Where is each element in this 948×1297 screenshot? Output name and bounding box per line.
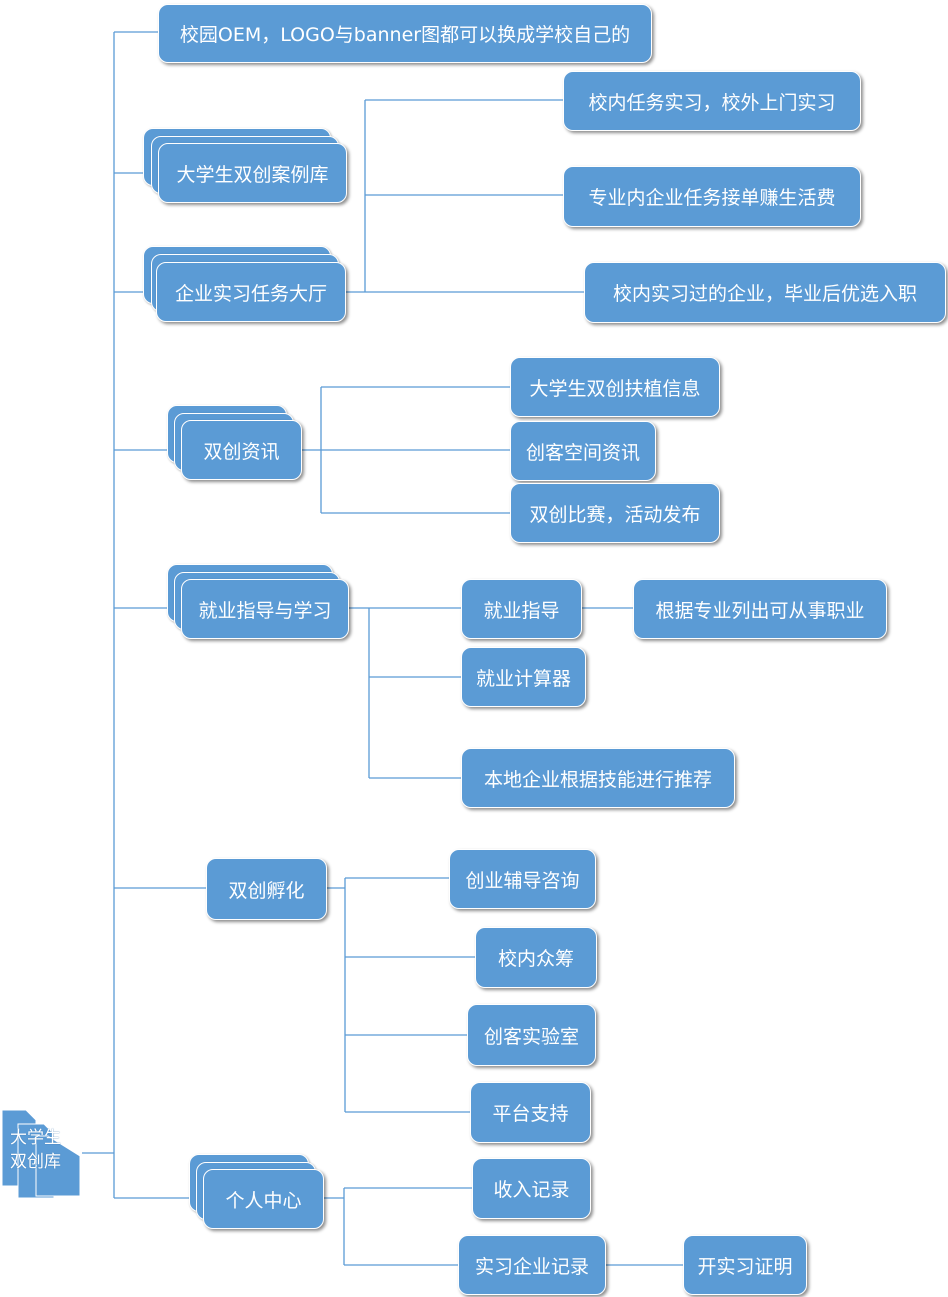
node-case-library-label: 大学生双创案例库: [158, 143, 347, 203]
node-maker-lab[interactable]: 创客实验室: [467, 1004, 596, 1066]
root-label: 大学生 双创库: [10, 1126, 80, 1174]
node-careers-by-major[interactable]: 根据专业列出可从事职业: [633, 579, 887, 639]
node-support-info[interactable]: 大学生双创扶植信息: [510, 357, 720, 417]
node-guidance[interactable]: 就业指导: [461, 579, 582, 639]
node-maker-space[interactable]: 创客空间资讯: [510, 421, 656, 481]
node-intern-task-hall-label: 企业实习任务大厅: [156, 262, 346, 322]
node-consulting[interactable]: 创业辅导咨询: [449, 849, 596, 909]
node-incubation[interactable]: 双创孵化: [206, 858, 327, 920]
node-intern-record[interactable]: 实习企业记录: [458, 1235, 606, 1295]
node-local-recommend[interactable]: 本地企业根据技能进行推荐: [461, 748, 735, 808]
root-label-line1: 大学生: [10, 1128, 61, 1148]
root-documents-icon: [1, 1109, 81, 1199]
node-employment-guidance-study-label: 就业指导与学习: [181, 579, 349, 639]
node-contest[interactable]: 双创比赛，活动发布: [510, 483, 720, 543]
node-priority-job[interactable]: 校内实习过的企业，毕业后优选入职: [584, 262, 946, 323]
node-personal-center[interactable]: 个人中心: [189, 1154, 325, 1230]
node-personal-center-label: 个人中心: [203, 1169, 324, 1229]
node-income-record[interactable]: 收入记录: [472, 1158, 591, 1219]
node-platform-support[interactable]: 平台支持: [470, 1082, 591, 1143]
node-intern-certificate[interactable]: 开实习证明: [683, 1235, 807, 1295]
node-crowdfunding[interactable]: 校内众筹: [475, 927, 597, 988]
node-calculator[interactable]: 就业计算器: [461, 647, 586, 707]
node-intern-task-hall[interactable]: 企业实习任务大厅: [143, 246, 347, 322]
node-campus-oem[interactable]: 校园OEM，LOGO与banner图都可以换成学校自己的: [158, 4, 652, 63]
root-label-line2: 双创库: [10, 1152, 61, 1172]
node-task-intern[interactable]: 校内任务实习，校外上门实习: [563, 71, 861, 131]
node-order-income[interactable]: 专业内企业任务接单赚生活费: [563, 166, 861, 227]
node-innovation-news-label: 双创资讯: [181, 420, 302, 480]
node-innovation-news[interactable]: 双创资讯: [167, 405, 303, 481]
node-employment-guidance-study[interactable]: 就业指导与学习: [167, 564, 350, 640]
node-case-library[interactable]: 大学生双创案例库: [143, 128, 348, 204]
